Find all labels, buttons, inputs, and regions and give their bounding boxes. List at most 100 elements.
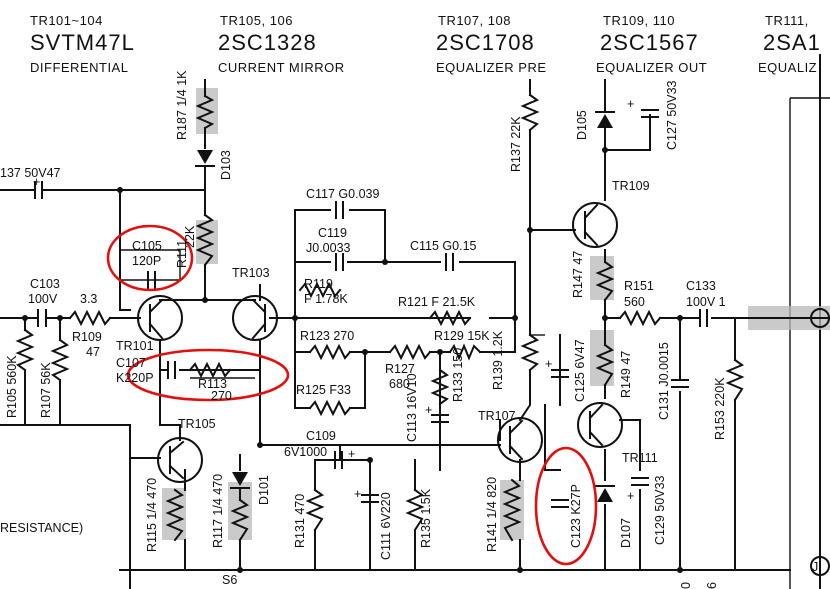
label-c129: C129 50V33	[653, 475, 667, 545]
svg-text:+: +	[627, 97, 634, 111]
capacitors	[34, 109, 708, 508]
resistor-r147	[595, 260, 615, 302]
label-edge-6: 6	[705, 582, 719, 589]
label-s6: S6	[222, 573, 237, 587]
label-r141: R141 1/4 820	[485, 477, 499, 552]
label-r133: R133 150	[451, 348, 465, 402]
resistor-r105	[15, 328, 35, 372]
header-part: 2SC1328	[218, 30, 317, 55]
output-terminal	[810, 308, 830, 328]
label-d107: D107	[619, 518, 633, 548]
label-r153: R153 220K	[713, 377, 727, 440]
resistor-r107	[50, 338, 70, 382]
resistor-r111	[195, 213, 215, 267]
red-circle-c123	[534, 446, 598, 566]
label-tr109: TR109	[612, 179, 650, 193]
resistor-r119	[298, 281, 342, 299]
diode-d107	[597, 488, 613, 502]
transistor-tr111	[577, 402, 623, 448]
label-c107-val: K220P	[116, 371, 154, 385]
label-r113-val: 270	[211, 389, 232, 403]
label-edge-j: J	[812, 560, 818, 574]
label-c105: C105	[132, 239, 162, 253]
resistor-r141	[502, 478, 522, 542]
svg-text:+: +	[627, 489, 634, 503]
polarity-marks: + + + + + + +	[33, 97, 634, 503]
label-d105: D105	[575, 110, 589, 140]
label-r135: R135 1.5K	[419, 488, 433, 548]
resistor-r113	[188, 361, 232, 379]
resistor-r153	[725, 358, 745, 402]
resistor-r127	[388, 343, 432, 361]
label-r121: R121 F 21.5K	[398, 295, 476, 309]
svg-text:+: +	[425, 403, 432, 417]
resistor-r139	[520, 333, 540, 372]
resistor-r117	[230, 498, 250, 542]
label-r127-val: 680	[389, 377, 410, 391]
resistor-r137	[520, 93, 540, 132]
resistor-r109	[68, 309, 112, 327]
label-c125: C125 6V47	[573, 339, 587, 402]
label-c115: C115 G0.15	[410, 239, 477, 253]
resistor-r135	[405, 488, 425, 532]
transistor-tr107	[497, 417, 543, 463]
header-ref: TR111,	[765, 13, 809, 28]
resistor-r115	[165, 488, 185, 542]
label-d101: D101	[257, 475, 271, 505]
header-role: EQUALIZER OUT	[596, 60, 707, 75]
label-r131: R131 470	[293, 494, 307, 548]
header-role: EQUALIZER PRE	[436, 60, 547, 75]
label-r187: R187 1/4 1K	[175, 70, 189, 140]
label-r109-top: 3.3	[80, 292, 97, 306]
label-c119-val: J0.0033	[306, 241, 351, 255]
diodes	[195, 111, 615, 502]
label-c127: C127 50V33	[665, 80, 679, 150]
label-r119: R119	[304, 277, 333, 291]
header-part: 2SA1	[763, 30, 821, 55]
resistor-r125	[308, 399, 352, 417]
label-r123: R123 270	[300, 329, 354, 343]
label-r111: R111	[175, 240, 189, 268]
transistors	[137, 202, 830, 576]
label-c107: C107	[116, 356, 146, 370]
label-c133-val: 100V 1	[686, 295, 726, 309]
label-r107: R107 56K	[39, 362, 53, 418]
header-group-equalizer-pre: TR107, 108 2SC1708 EQUALIZER PRE	[436, 13, 547, 75]
svg-text:+: +	[354, 487, 361, 501]
label-r149: R149 47	[619, 351, 633, 398]
label-c111: C111 6V220	[379, 492, 393, 560]
label-c103-val: 100V	[28, 292, 58, 306]
label-r105: R105 560K	[5, 355, 19, 418]
diode-d105	[597, 114, 613, 128]
label-c109: C109	[306, 429, 336, 443]
red-circle-c107-r113	[126, 348, 290, 402]
header-ref: TR109, 110	[603, 13, 675, 28]
output-terminal	[810, 556, 830, 576]
label-tr103: TR103	[232, 266, 270, 280]
label-r117: R117 1/4 470	[211, 474, 225, 548]
header-role: DIFFERENTIAL	[30, 60, 128, 75]
header-group-current-mirror: TR105, 106 2SC1328 CURRENT MIRROR	[218, 13, 344, 75]
resistor-r151	[618, 309, 662, 327]
label-resistance-note: RESISTANCE)	[0, 521, 83, 535]
label-r151: R151	[624, 279, 654, 293]
label-r139: R139 1.2K	[491, 330, 505, 390]
svg-text:+: +	[545, 357, 552, 371]
label-edge-0: 0	[679, 582, 693, 589]
label-r119-val: F 1.78K	[304, 292, 348, 306]
label-r111-val: 22K	[183, 225, 197, 248]
diode-d103	[197, 150, 213, 164]
resistor-r187	[195, 94, 215, 130]
label-c133: C133	[686, 279, 716, 293]
header-part: SVTM47L	[30, 30, 135, 55]
header-part: 2SC1567	[600, 30, 699, 55]
label-r109-val: 47	[86, 345, 100, 359]
resistor-r129	[448, 343, 482, 361]
resistors	[15, 93, 745, 542]
label-r115: R115 1/4 470	[145, 478, 159, 552]
label-c103: C103	[30, 277, 60, 291]
label-c113: C113 16V10	[405, 373, 419, 442]
label-d103: D103	[219, 150, 233, 180]
component-labels: 137 50V47 R187 1/4 1K D103 22K R111 C105…	[0, 70, 818, 589]
